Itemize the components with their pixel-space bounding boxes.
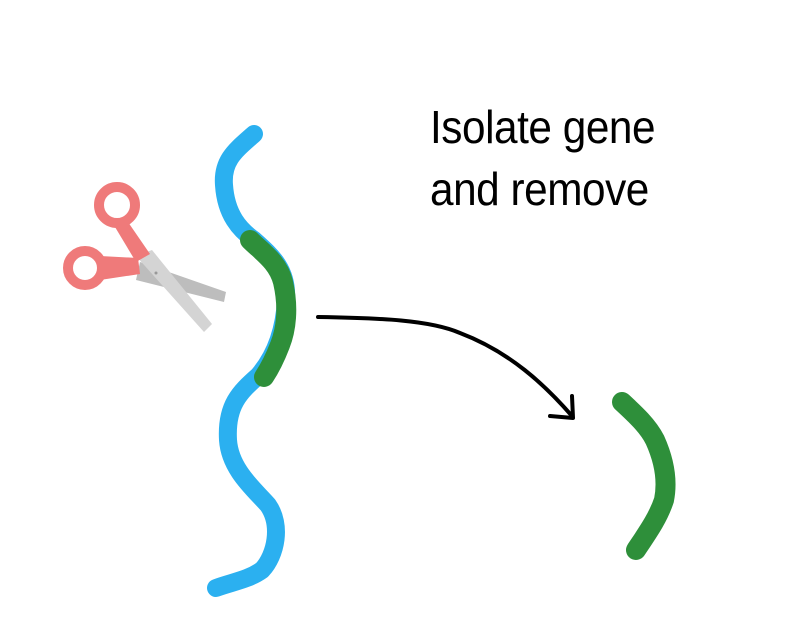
- caption-line-2: and remove: [430, 163, 649, 215]
- scissors-pivot: [154, 271, 158, 275]
- scissors-blade-front: [136, 250, 212, 332]
- caption: Isolate gene and remove: [430, 96, 724, 220]
- caption-line-1: Isolate gene: [430, 101, 656, 153]
- removed-gene: [612, 392, 676, 560]
- scissors-icon: [63, 182, 226, 332]
- gene-segment: [240, 230, 297, 387]
- arrow-icon: [316, 315, 575, 420]
- scissors-handle-upper: [94, 182, 150, 262]
- scissors-handle-lower: [63, 246, 140, 290]
